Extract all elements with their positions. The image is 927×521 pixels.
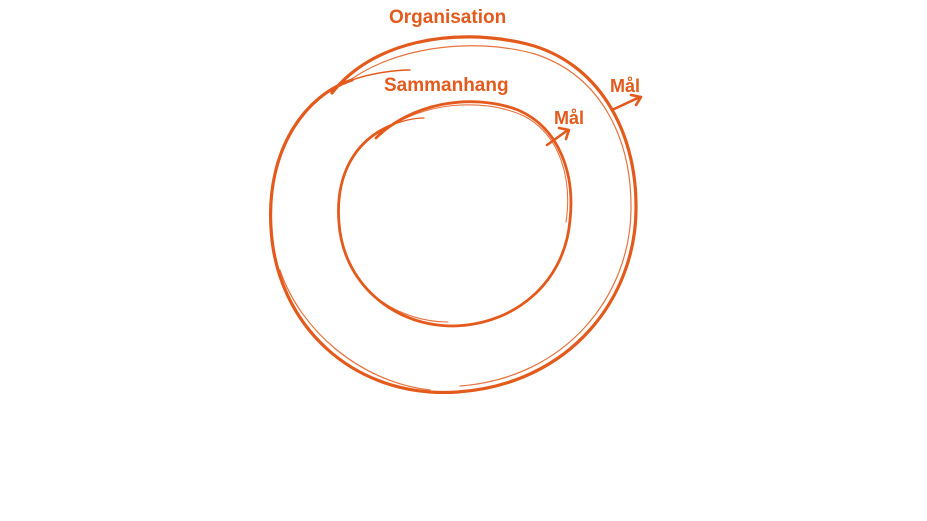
outer-goal-label: Mål	[610, 76, 641, 96]
outer-ring-sketch-stroke	[279, 269, 431, 391]
inner-ring-sketch-stroke	[385, 104, 569, 223]
outer-ring-label: Organisation	[389, 7, 507, 28]
outer-goal-arrowhead	[629, 93, 643, 107]
outer-goal-arrow	[610, 95, 642, 112]
inner-goal-arrow	[545, 128, 570, 147]
inner-ring-sketch-stroke	[343, 249, 449, 323]
inner-goal-arrowhead	[557, 126, 571, 141]
outer-ring-sketch-stroke	[344, 45, 632, 387]
inner-ring-tail	[391, 117, 425, 126]
outer-ring-tail	[351, 69, 411, 81]
inner-ring	[337, 100, 573, 328]
inner-ring-label: Sammanhang	[384, 75, 509, 96]
inner-goal-label: Mål	[554, 108, 585, 128]
outer-ring	[268, 35, 638, 395]
